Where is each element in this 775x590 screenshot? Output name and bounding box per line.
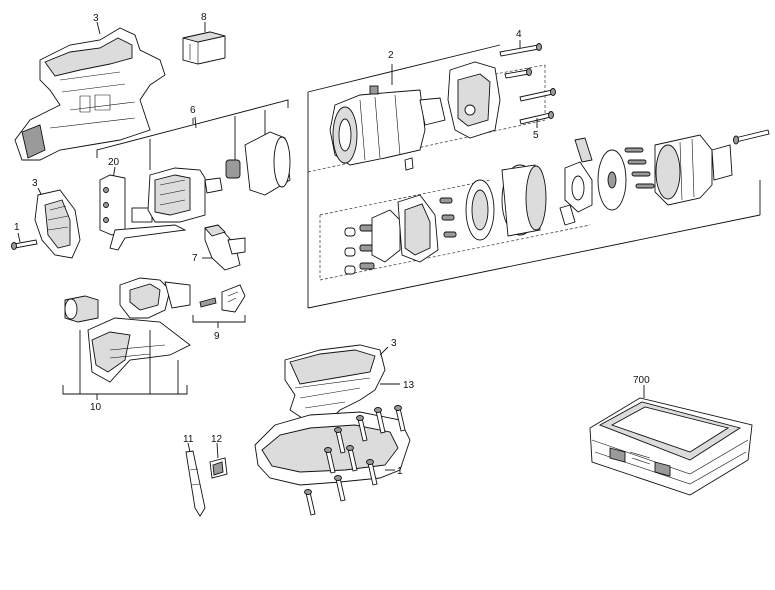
callout-20: 20: [108, 157, 120, 168]
callout-1-bottom: 1: [397, 466, 403, 477]
gearbox-housing-icon: [329, 85, 446, 171]
trigger-switch-icon: [64, 277, 191, 383]
gearbox-cover-icon: [447, 61, 501, 139]
planetary-gears-icon: [344, 164, 547, 275]
callout-1-left: 1: [14, 222, 20, 233]
callout-11: 11: [183, 434, 194, 445]
spring-set-icon: [624, 147, 655, 189]
screw-icon-set-1: [304, 405, 406, 516]
screw-icon: [11, 239, 38, 250]
callout-700: 700: [633, 375, 650, 386]
callout-2: 2: [388, 50, 394, 61]
screwdriver-bit-icon: [185, 450, 206, 517]
callout-9: 9: [214, 331, 220, 342]
battery-pack-icon: [182, 31, 226, 65]
callout-6: 6: [190, 105, 196, 116]
carry-case-icon: [589, 397, 753, 496]
callout-5: 5: [533, 130, 539, 141]
callout-10: 10: [90, 402, 102, 413]
switch-housing-icon: [204, 224, 246, 271]
screw-icon-chuck: [733, 129, 770, 145]
callout-12: 12: [211, 434, 223, 445]
callout-8: 8: [201, 12, 207, 23]
chuck-icon: [654, 134, 733, 206]
motor-assembly-icon: [99, 131, 291, 251]
callout-3-top: 3: [93, 13, 99, 24]
housing-half-top-icon: [14, 27, 166, 161]
end-cap-icon: [34, 189, 81, 259]
callout-13: 13: [403, 380, 415, 391]
callout-4: 4: [516, 29, 522, 40]
clutch-ring-icon: [559, 137, 627, 226]
bit-holder-icon: [209, 457, 228, 479]
callout-3-left: 3: [32, 178, 38, 189]
screw-icon-group-4: [499, 43, 556, 125]
callout-3-bottom: 3: [391, 338, 397, 349]
callout-7: 7: [192, 253, 198, 264]
direction-switch-icon: [199, 284, 246, 313]
